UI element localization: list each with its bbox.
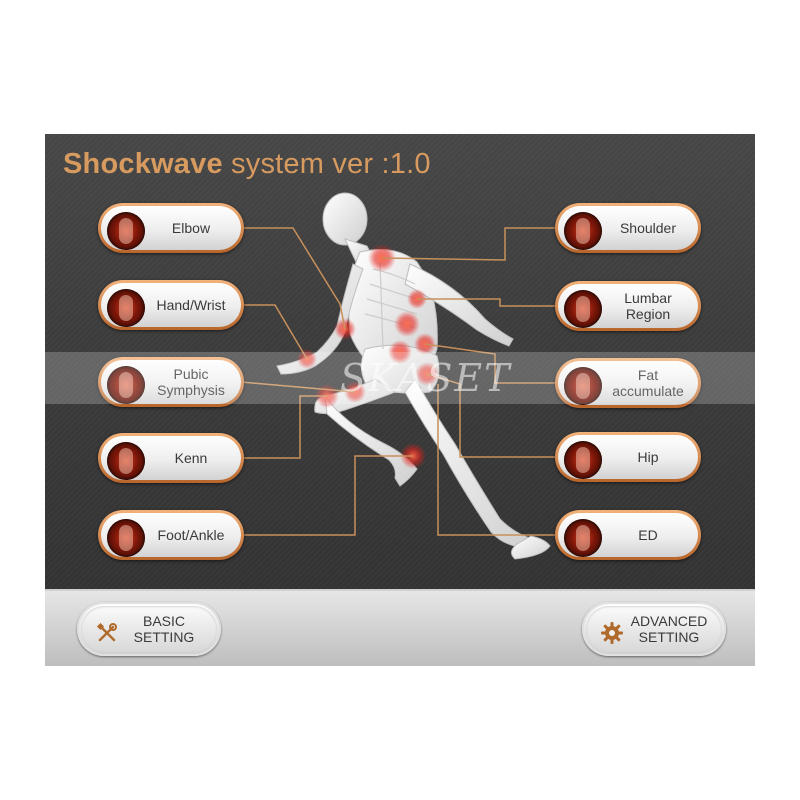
connector-lines	[240, 227, 555, 536]
gear-icon	[601, 622, 623, 644]
lumbar-region-button[interactable]: Lumbar Region	[555, 281, 701, 331]
advanced-setting-label: ADVANCED SETTING	[630, 613, 708, 645]
foot-ankle-label: Foot/Ankle	[157, 527, 225, 543]
basic-setting-label: BASIC SETTING	[133, 613, 195, 645]
elbow-icon	[107, 212, 145, 250]
fat-accumulate-icon	[564, 367, 602, 405]
shoulder-button[interactable]: Shoulder	[555, 203, 701, 253]
basic-setting-button[interactable]: BASIC SETTING	[77, 602, 221, 656]
shoulder-icon	[564, 212, 602, 250]
foot-ankle-icon	[107, 519, 145, 557]
ed-label: ED	[638, 527, 658, 543]
hip-label: Hip	[637, 449, 659, 465]
tools-icon	[96, 622, 117, 642]
hand-wrist-icon	[107, 289, 145, 327]
elbow-label: Elbow	[171, 220, 211, 236]
page-title: Shockwave system ver :1.0	[63, 148, 431, 181]
lumbar-region-icon	[564, 290, 602, 328]
body-figure	[276, 192, 551, 560]
foot-ankle-button[interactable]: Foot/Ankle	[98, 510, 244, 560]
advanced-setting-button[interactable]: ADVANCED SETTING	[582, 602, 726, 656]
device-screen: Shockwave system ver :1.0	[45, 134, 755, 666]
knee-icon	[107, 442, 145, 480]
knee-button[interactable]: Kenn	[98, 433, 244, 483]
title-rest: system ver :1.0	[222, 148, 431, 180]
title-bold: Shockwave	[63, 148, 223, 180]
main-area: Shockwave system ver :1.0	[45, 134, 755, 589]
settings-bar: BASIC SETTING	[45, 589, 755, 666]
fat-accumulate-label: Fat accumulate	[612, 367, 684, 399]
shoulder-label: Shoulder	[619, 220, 677, 236]
ed-icon	[564, 519, 602, 557]
hand-wrist-label: Hand/Wrist	[156, 297, 226, 313]
hip-icon	[564, 441, 602, 479]
elbow-button[interactable]: Elbow	[98, 203, 244, 253]
lumbar-region-label: Lumbar Region	[624, 290, 672, 322]
pubic-symphysis-label: Pubic Symphysis	[157, 366, 225, 398]
knee-label: Kenn	[174, 450, 208, 466]
hip-button[interactable]: Hip	[555, 432, 701, 482]
hand-wrist-button[interactable]: Hand/Wrist	[98, 280, 244, 330]
pubic-symphysis-icon	[107, 366, 145, 404]
pubic-symphysis-button[interactable]: Pubic Symphysis	[98, 357, 244, 407]
ed-button[interactable]: ED	[555, 510, 701, 560]
watermark: SKASET	[340, 356, 512, 400]
fat-accumulate-button[interactable]: Fat accumulate	[555, 358, 701, 408]
